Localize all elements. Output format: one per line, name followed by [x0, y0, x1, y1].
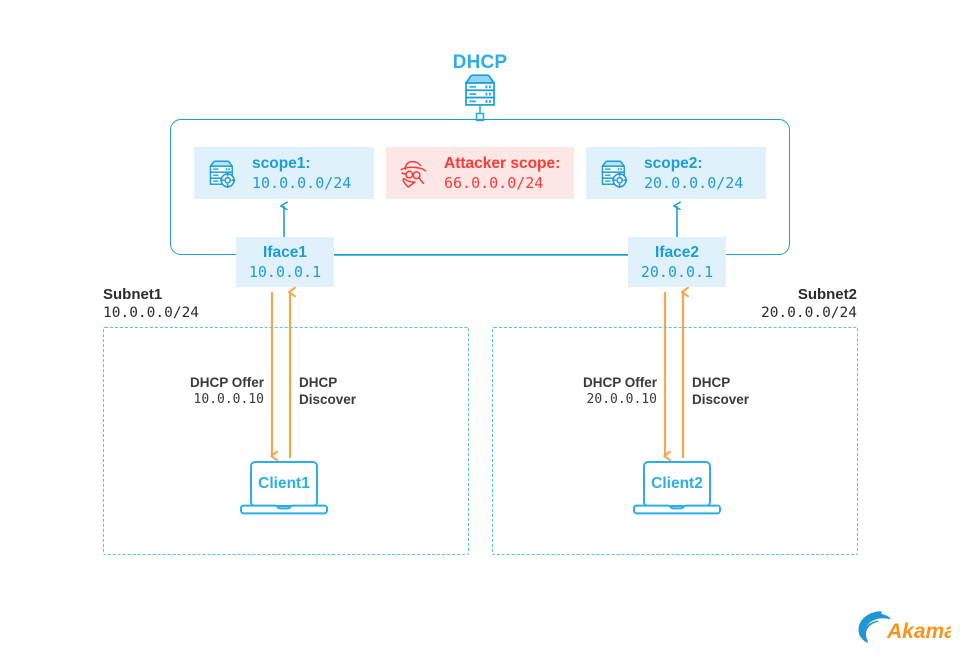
- subnet1-caption: Subnet1 10.0.0.0/24: [103, 285, 199, 323]
- subnet2-caption: Subnet2 20.0.0.0/24: [703, 285, 857, 323]
- client-label: Client1: [258, 475, 310, 492]
- offer-label: DHCP Offer: [582, 375, 657, 390]
- scope-title: scope1:: [252, 154, 311, 172]
- iface-name: Iface2: [655, 243, 699, 261]
- client-laptop-client1[interactable]: Client1: [238, 460, 330, 521]
- subnet-name: Subnet2: [797, 286, 857, 303]
- akamai-wordmark: Akamai: [886, 620, 951, 643]
- discover-label-line2: Discover: [299, 392, 357, 407]
- discover-label-line1: DHCP: [299, 375, 338, 390]
- scope-box-scope1[interactable]: scope1: 10.0.0.0/24: [194, 147, 374, 199]
- discover-label-line1: DHCP: [692, 375, 731, 390]
- scope-title: scope2:: [644, 154, 703, 172]
- offer-address: 10.0.0.10: [193, 392, 264, 407]
- akamai-logo: Akamai: [855, 607, 960, 652]
- subnet-box-subnet1: [103, 327, 469, 555]
- subnet-address: 20.0.0.0/24: [760, 305, 857, 321]
- iface-name: Iface1: [263, 243, 307, 261]
- iface-box-iface1[interactable]: Iface1 10.0.0.1: [236, 237, 334, 287]
- server-target-icon: [206, 159, 236, 194]
- akamai-swirl-icon: [858, 611, 891, 643]
- client-label: Client2: [651, 475, 703, 492]
- scope-box-scope2[interactable]: scope2: 20.0.0.0/24: [586, 147, 766, 199]
- scope-address: 66.0.0.0/24: [444, 173, 544, 192]
- discover-label-line2: Discover: [692, 392, 750, 407]
- server-target-icon: [598, 159, 628, 194]
- client-laptop-client2[interactable]: Client2: [631, 460, 723, 521]
- dhcp-server-label: DHCP: [452, 52, 508, 73]
- subnet-address: 10.0.0.0/24: [103, 305, 200, 321]
- server-icon: [458, 74, 502, 113]
- offer-label: DHCP Offer: [189, 375, 264, 390]
- spy-icon: [398, 160, 430, 193]
- scope-box-attacker[interactable]: Attacker scope: 66.0.0.0/24: [386, 147, 574, 199]
- iface-box-iface2[interactable]: Iface2 20.0.0.1: [628, 237, 726, 287]
- offer-address: 20.0.0.10: [586, 392, 657, 407]
- subnet1-offer-label: DHCP Offer 10.0.0.10: [112, 374, 264, 408]
- subnet2-discover-label: DHCP Discover: [692, 374, 749, 408]
- scope-address: 10.0.0.0/24: [252, 173, 352, 192]
- scope-address: 20.0.0.0/24: [644, 173, 744, 192]
- router-container: [170, 119, 790, 255]
- iface-address: 20.0.0.1: [640, 262, 714, 281]
- iface-address: 10.0.0.1: [248, 262, 322, 281]
- subnet-name: Subnet1: [103, 286, 163, 303]
- dhcp-server-stem: [475, 106, 485, 122]
- scope-title: Attacker scope:: [444, 154, 561, 172]
- subnet-box-subnet2: [492, 327, 858, 555]
- subnet1-discover-label: DHCP Discover: [299, 374, 356, 408]
- subnet2-offer-label: DHCP Offer 20.0.0.10: [505, 374, 657, 408]
